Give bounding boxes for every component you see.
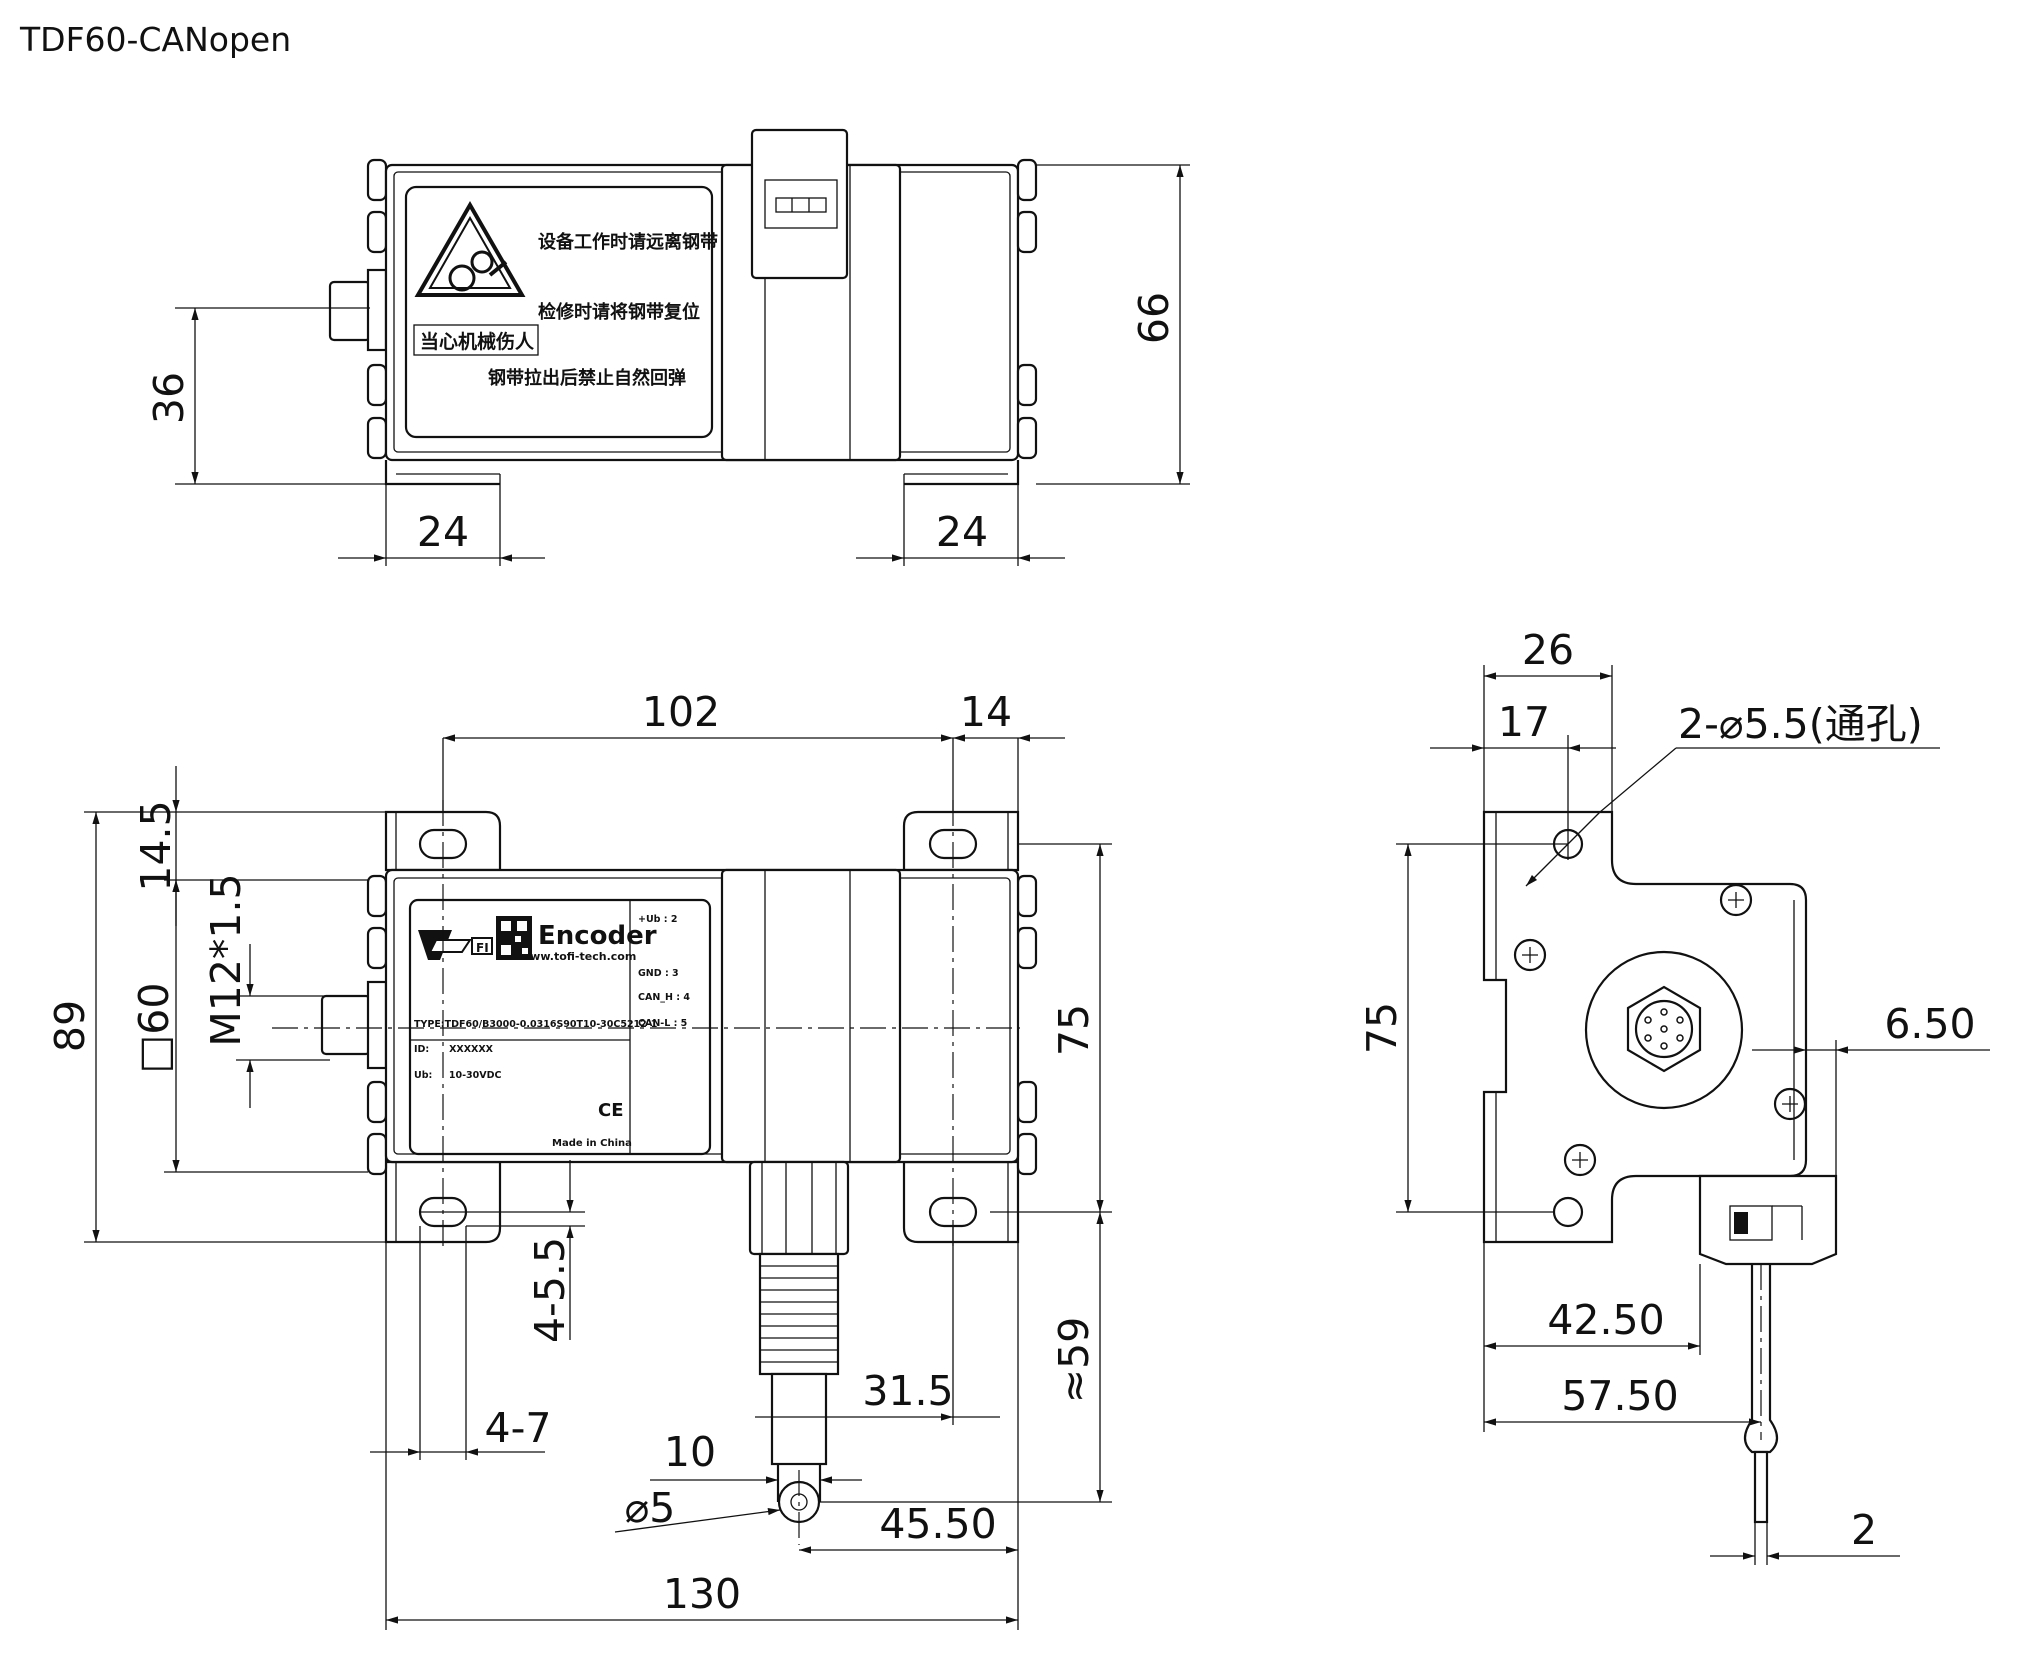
dim-14-5: 14.5	[132, 800, 180, 891]
side-screws	[1513, 883, 1807, 1177]
dim-6-50: 6.50	[1884, 1000, 1975, 1048]
dim-36: 36	[145, 372, 193, 424]
dim-59: ≈59	[1050, 1317, 1098, 1404]
top-view: 设备工作时请远离钢带 检修时请将钢带复位 钢带拉出后禁止自然回弹 当心机械伤人	[145, 128, 1190, 566]
dim-89: 89	[46, 1000, 94, 1052]
top-connector	[328, 268, 388, 352]
dim-holes: 2-⌀5.5(通孔)	[1678, 700, 1923, 748]
label-pin-3: CAN_H : 4	[638, 992, 690, 1003]
cable-end	[770, 1372, 828, 1466]
dim-10: 10	[664, 1428, 716, 1476]
dim-phi5: ⌀5	[625, 1484, 676, 1532]
side-view: 26 17 2-⌀5.5(通孔) 75 6.50 42.50 57.50 2	[1358, 626, 1990, 1565]
side-outlet	[1698, 1174, 1838, 1266]
dim-26: 26	[1522, 626, 1574, 674]
dim-45-50: 45.50	[879, 1500, 996, 1548]
dim-42-50: 42.50	[1547, 1296, 1664, 1344]
label-pin-1: +Ub : 2	[638, 914, 678, 925]
product-label	[408, 898, 712, 1156]
bracket-top-left	[384, 810, 502, 872]
dim-31-5: 31.5	[862, 1367, 953, 1415]
cable-outlet	[748, 1160, 850, 1256]
warning-line-2: 检修时请将钢带复位	[538, 301, 700, 323]
dim-4-7: 4-7	[485, 1404, 552, 1452]
label-brand: Encoder	[538, 921, 657, 951]
label-ub: Ub: 10-30VDC	[414, 1070, 501, 1081]
dim-2: 2	[1851, 1506, 1877, 1554]
dim-slot-4-5-5: 4-5.5	[526, 1237, 574, 1343]
label-pin-4: CAN-L : 5	[638, 1018, 687, 1029]
connector-flange	[1584, 950, 1744, 1110]
dim-57-50: 57.50	[1561, 1372, 1678, 1420]
front-screws	[366, 874, 1038, 1176]
caution-label: 当心机械伤人	[420, 330, 535, 353]
dim-24-right: 24	[936, 508, 988, 556]
warning-line-3: 钢带拉出后禁止自然回弹	[488, 367, 686, 389]
dim-66: 66	[1130, 292, 1178, 344]
warning-line-1: 设备工作时请远离钢带	[538, 231, 718, 253]
label-ce: CE	[598, 1100, 624, 1121]
label-url: www.tofi-tech.com	[520, 950, 636, 963]
connector-hex	[1626, 985, 1702, 1073]
dim-14: 14	[960, 688, 1012, 736]
dim-17: 17	[1498, 698, 1550, 746]
logo-text: FI	[476, 941, 489, 955]
qr-code-icon	[496, 916, 532, 960]
dim-thread: M12*1.5	[202, 873, 250, 1046]
bracket-bottom-right	[902, 1160, 1020, 1244]
dim-75-side: 75	[1358, 1002, 1406, 1054]
m12-connector	[320, 994, 372, 1056]
dim-130: 130	[663, 1570, 741, 1618]
label-made-in: Made in China	[552, 1138, 632, 1149]
label-id: ID: XXXXXX	[414, 1044, 494, 1055]
dim-75-front: 75	[1050, 1004, 1098, 1056]
label-type: TYPE:TDF60/B3000-0.0316S90T10-30C5212-1	[414, 1019, 657, 1030]
front-drum	[720, 868, 902, 1164]
page-title: TDF60-CANopen	[20, 20, 292, 59]
dim-24-left: 24	[417, 508, 469, 556]
bracket-top-right	[902, 810, 1020, 872]
front-view: FI Encoder www.tofi-tech.com TYPE:TDF60/…	[46, 688, 1112, 1630]
steel-tape	[1753, 1450, 1769, 1524]
dim-102: 102	[642, 688, 720, 736]
side-plate	[1482, 810, 1808, 1244]
top-cable-outlet	[750, 128, 849, 280]
connector-pins	[1644, 1008, 1684, 1050]
top-right-screws	[1016, 158, 1038, 460]
warning-triangle-icon	[414, 201, 526, 297]
label-pin-2: GND : 3	[638, 968, 679, 979]
dim-sq60: □60	[130, 983, 178, 1074]
